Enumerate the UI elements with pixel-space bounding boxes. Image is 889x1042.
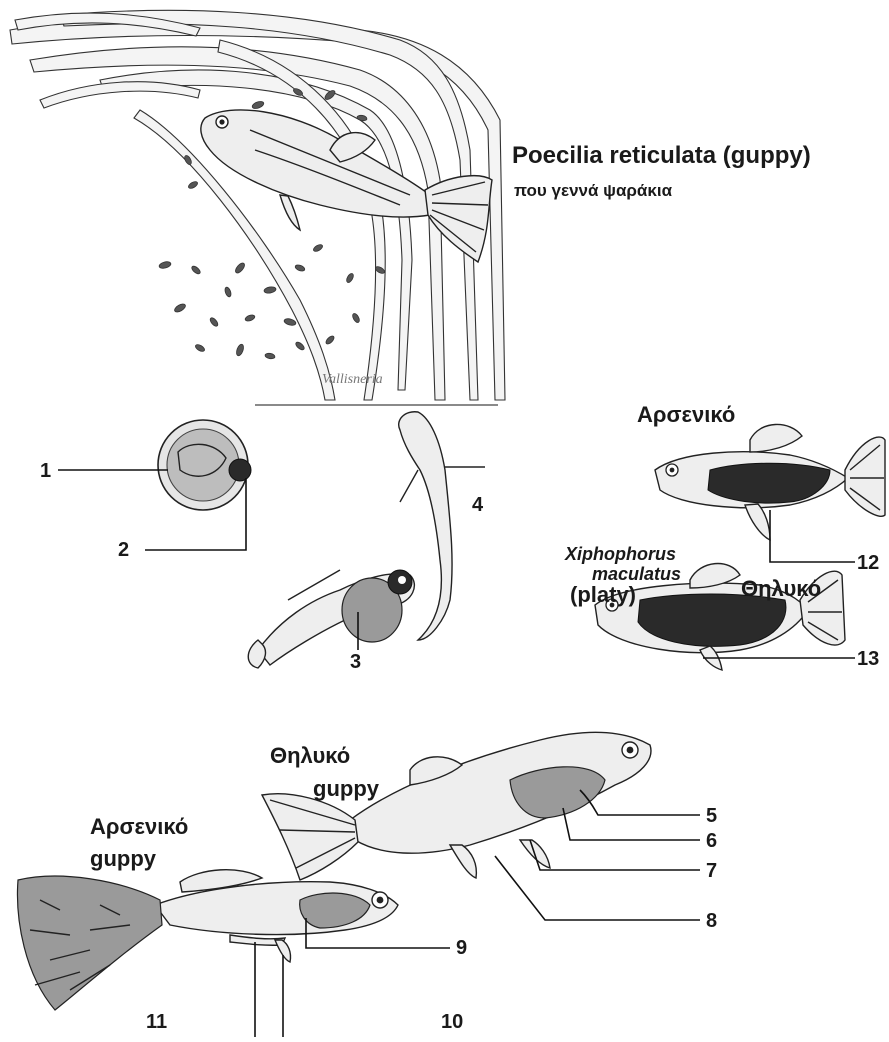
platy-female-label: Θηλυκό	[741, 578, 821, 600]
callout-13: 13	[857, 649, 879, 669]
plant-caption: Vallisneria	[322, 372, 383, 388]
larva-fry-stage4	[399, 412, 485, 640]
guppy-male-label-line1: Αρσενικό	[90, 816, 188, 838]
callout-4: 4	[472, 495, 483, 515]
callout-11: 11	[146, 1012, 167, 1032]
guppy-male-bottom	[17, 870, 398, 1010]
callout-3: 3	[350, 652, 361, 672]
callout-1: 1	[40, 461, 51, 481]
callout-2: 2	[118, 540, 129, 560]
larva-fry-stage3	[248, 570, 414, 668]
embryo-egg	[158, 420, 251, 510]
callout-5: 5	[706, 806, 717, 826]
platy-sci-name-line1: Xiphophorus	[565, 545, 676, 563]
platy-sci-name-line2: maculatus	[592, 565, 681, 583]
callout-6: 6	[706, 831, 717, 851]
guppy-female-label-line1: Θηλυκό	[270, 745, 350, 767]
platy-male-label: Αρσενικό	[637, 404, 735, 426]
callout-9: 9	[456, 938, 467, 958]
guppy-male-label-line2: guppy	[90, 848, 156, 870]
guppy-female-label-line2: guppy	[313, 778, 379, 800]
platy-common-name: (platy)	[570, 584, 636, 606]
callout-7: 7	[706, 861, 717, 881]
species-subtitle: που γεννά ψαράκια	[514, 182, 672, 199]
callout-8: 8	[706, 911, 717, 931]
species-title: Poecilia reticulata (guppy)	[512, 144, 811, 168]
callout-10: 10	[441, 1012, 463, 1032]
callout-12: 12	[857, 553, 879, 573]
